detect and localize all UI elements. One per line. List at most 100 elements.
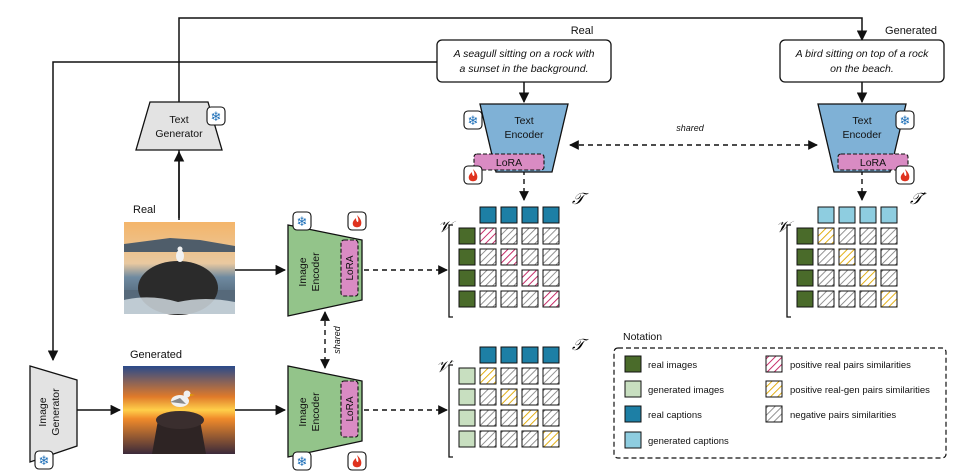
negative-similarity-cell <box>521 290 539 308</box>
text-generator-line2: Generator <box>155 128 203 140</box>
svg-text:❄: ❄ <box>468 114 479 129</box>
negative-similarity-cell <box>500 367 518 385</box>
positive-similarity-cell <box>880 290 898 308</box>
real-caption-line2: a sunset in the background. <box>459 63 588 75</box>
negative-similarity-cell <box>479 290 497 308</box>
real-caption-header: Real <box>571 25 594 37</box>
lora-adapter <box>473 153 545 171</box>
positive-similarity-cell <box>521 409 539 427</box>
negative-similarity-cell <box>479 430 497 448</box>
negative-similarity-cell <box>500 269 518 287</box>
negative-similarity-cell <box>521 367 539 385</box>
legend-real-images: real images <box>648 360 697 371</box>
similarity-matrix-gen-real <box>458 346 560 448</box>
negative-similarity-cell <box>479 409 497 427</box>
positive-similarity-cell <box>479 367 497 385</box>
snowflake-icon: ❄ <box>292 211 312 231</box>
matrix-label-v-prime: 𝒱′ <box>436 357 455 376</box>
image-embedding-cell <box>458 430 476 448</box>
image-embedding-cell <box>458 388 476 406</box>
legend-positive-real-gen: positive real-gen pairs similarities <box>790 385 930 396</box>
positive-similarity-cell <box>479 227 497 245</box>
image-encoder-line2: Encoder <box>310 392 322 432</box>
caption-embedding-cell <box>479 206 497 224</box>
lora-label: LoRA <box>496 157 522 169</box>
text-generator-block <box>135 101 223 151</box>
image-generator-line1: Image <box>37 397 49 426</box>
similarity-matrix-real-real <box>458 206 560 308</box>
matrix-brackets <box>448 224 791 458</box>
positive-similarity-cell <box>500 388 518 406</box>
svg-text:❄: ❄ <box>900 114 911 129</box>
negative-similarity-cell <box>838 227 856 245</box>
image-encoder-line1: Image <box>297 257 309 286</box>
negative-similarity-cell <box>500 227 518 245</box>
positive-similarity-cell <box>817 227 835 245</box>
negative-similarity-cell <box>859 290 877 308</box>
legend-swatch-real-captions <box>624 405 642 423</box>
positive-similarity-cell <box>542 290 560 308</box>
matrix-label-v-top: 𝒱 <box>438 217 457 236</box>
negative-similarity-cell <box>838 290 856 308</box>
legend-swatch-real-images <box>624 355 642 373</box>
matrix-label-t-bottom: 𝒯 <box>572 335 589 354</box>
svg-text:❄: ❄ <box>39 454 50 469</box>
caption-embedding-cell <box>838 206 856 224</box>
image-embedding-cell <box>458 290 476 308</box>
caption-embedding-cell <box>859 206 877 224</box>
negative-similarity-cell <box>859 248 877 266</box>
text-encoder-line1: Text <box>852 115 871 127</box>
image-embedding-cell <box>796 290 814 308</box>
text-generator-line1: Text <box>169 114 188 126</box>
negative-similarity-cell <box>542 409 560 427</box>
snowflake-icon: ❄ <box>292 451 312 471</box>
snowflake-icon: ❄ <box>895 110 915 130</box>
image-encoder-real: Image Encoder LoRA <box>287 224 363 317</box>
negative-similarity-cell <box>880 248 898 266</box>
matrix-label-t-prime: 𝒯′ <box>910 189 927 208</box>
image-generator-line2: Generator <box>50 388 62 436</box>
text-encoder-line2: Encoder <box>842 129 882 141</box>
image-encoder-line1: Image <box>297 397 309 426</box>
image-embedding-cell <box>458 227 476 245</box>
real-image-label: Real <box>133 204 156 216</box>
caption-embedding-cell <box>500 346 518 364</box>
negative-similarity-cell <box>542 248 560 266</box>
lora-adapter <box>340 239 359 297</box>
dashed-connectors <box>320 140 867 415</box>
negative-similarity-cell <box>542 227 560 245</box>
snowflake-icon: ❄ <box>34 450 54 470</box>
generated-photo <box>123 366 235 454</box>
generated-image-label: Generated <box>130 349 182 361</box>
positive-similarity-cell <box>521 269 539 287</box>
flame-icon <box>463 165 483 185</box>
matrix-label-t-top: 𝒯 <box>572 189 589 208</box>
caption-embedding-cell <box>479 346 497 364</box>
negative-similarity-cell <box>859 227 877 245</box>
real-caption-box <box>436 39 612 83</box>
negative-similarity-cell <box>838 269 856 287</box>
legend-generated-images: generated images <box>648 385 724 396</box>
image-encoder-generated: Image Encoder LoRA <box>287 365 363 458</box>
negative-similarity-cell <box>542 388 560 406</box>
similarity-matrix-real-gen <box>796 206 898 308</box>
legend-swatch-negative <box>765 405 783 423</box>
negative-similarity-cell <box>880 227 898 245</box>
generated-caption-header: Generated <box>885 25 937 37</box>
generated-caption-line2: on the beach. <box>830 63 894 75</box>
image-embedding-cell <box>458 409 476 427</box>
notation-box <box>613 347 947 459</box>
negative-similarity-cell <box>479 248 497 266</box>
negative-similarity-cell <box>521 388 539 406</box>
flame-icon <box>895 165 915 185</box>
flame-icon <box>347 211 367 231</box>
lora-adapter <box>340 380 359 438</box>
legend-swatch-generated-captions <box>624 431 642 449</box>
legend-negative: negative pairs similarities <box>790 410 896 421</box>
shared-image-label: shared <box>332 325 342 354</box>
svg-text:❄: ❄ <box>297 455 308 470</box>
svg-text:❄: ❄ <box>211 110 222 125</box>
svg-text:❄: ❄ <box>297 215 308 230</box>
negative-similarity-cell <box>542 269 560 287</box>
